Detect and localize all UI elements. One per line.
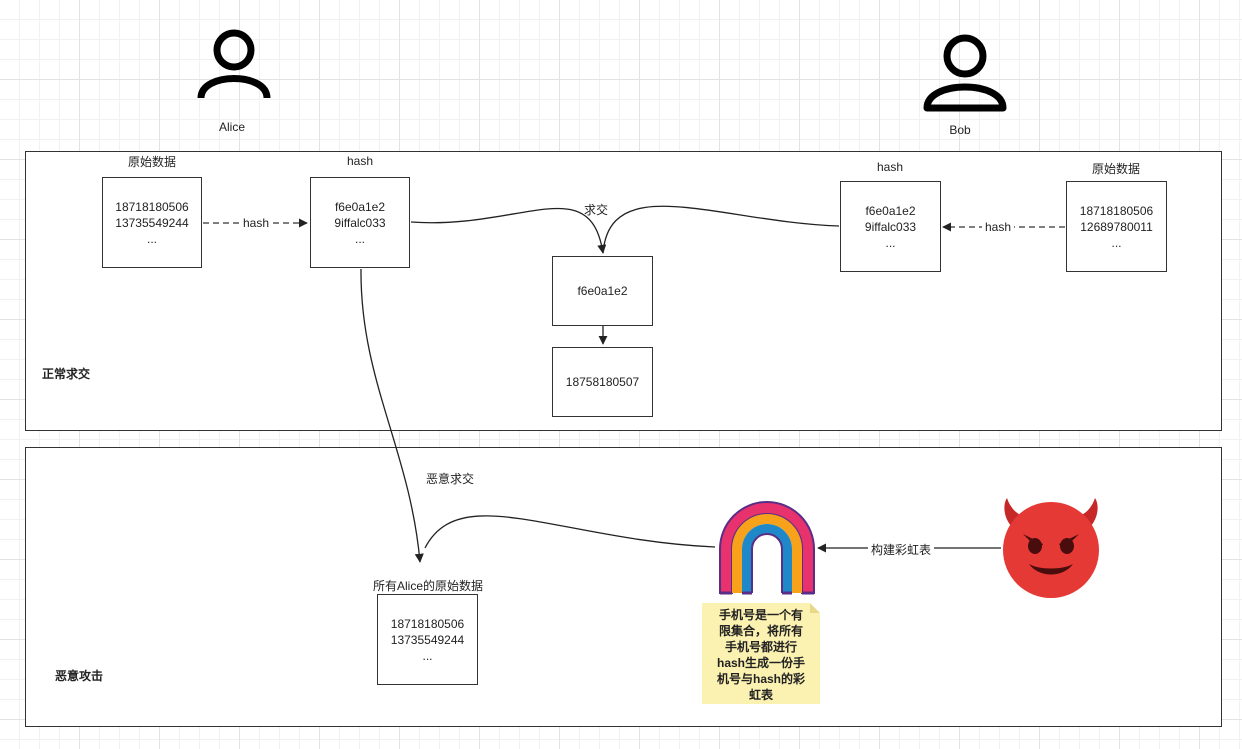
- malicious-edge-label: 恶意求交: [424, 470, 477, 487]
- note-line: 虹表: [748, 688, 773, 702]
- alice-hash-edge-label: hash: [240, 216, 273, 230]
- recovered-line: ...: [422, 648, 433, 663]
- normal-section-label: 正常求交: [42, 367, 91, 381]
- build-rainbow-edge-label: 构建彩虹表: [868, 541, 935, 558]
- bob-hash-title: hash: [876, 160, 904, 174]
- intersection-phone-box: 18758180507: [552, 347, 653, 417]
- rainbow-emoji-icon: [719, 501, 815, 595]
- bob-hash-line: 9iffalc033: [864, 219, 917, 234]
- intersection-hash-value: f6e0a1e2: [577, 284, 628, 298]
- recovered-data-box: 18718180506 13735549244 ...: [377, 594, 478, 685]
- malicious-intersect-edge: [360, 268, 424, 563]
- note-line: 限集合，将所有: [718, 624, 803, 638]
- note-line: 手机号是一个有: [718, 608, 803, 622]
- alice-raw-title: 原始数据: [127, 155, 176, 169]
- note-line: 手机号都进行: [724, 640, 797, 654]
- recovered-line: 18718180506: [390, 616, 465, 631]
- bob-raw-line: 18718180506: [1079, 203, 1154, 218]
- recovered-line: 13735549244: [390, 632, 465, 647]
- alice-raw-line: 18718180506: [115, 199, 189, 214]
- bob-raw-line: ...: [1111, 235, 1122, 250]
- alice-hash-line: ...: [354, 231, 365, 246]
- bob-hash-line: ...: [885, 235, 896, 250]
- attack-section-label: 恶意攻击: [55, 669, 104, 683]
- note-line: 机号与hash的彩: [716, 672, 805, 686]
- rainbow-table-note: 手机号是一个有 限集合，将所有 手机号都进行 hash生成一份手 机号与hash…: [702, 603, 820, 704]
- alice-raw-data-box: 18718180506 13735549244 ...: [102, 177, 202, 268]
- devil-emoji-icon: [1003, 498, 1099, 598]
- alice-raw-line: ...: [146, 231, 157, 246]
- recovered-title: 所有Alice的原始数据: [372, 579, 483, 593]
- alice-raw-line: 13735549244: [115, 215, 189, 230]
- alice-hash-title: hash: [346, 154, 374, 168]
- alice-label: Alice: [218, 120, 245, 134]
- bob-raw-title: 原始数据: [1091, 162, 1140, 176]
- bob-user-icon: [923, 34, 1007, 112]
- bob-raw-line: 12689780011: [1080, 219, 1153, 234]
- bob-hash-box: f6e0a1e2 9iffalc033 ...: [840, 181, 941, 272]
- bob-raw-data-box: 18718180506 12689780011 ...: [1066, 181, 1167, 272]
- alice-to-intersect-edge: [410, 207, 607, 254]
- bob-to-intersect-edge: [602, 205, 840, 254]
- bob-hash-line: f6e0a1e2: [865, 203, 916, 218]
- intersection-phone-value: 18758180507: [565, 375, 640, 389]
- alice-hash-line: f6e0a1e2: [334, 199, 386, 214]
- bob-label: Bob: [949, 123, 971, 137]
- alice-hash-line: 9iffalc033: [334, 215, 386, 230]
- intersect-edge-label: 求交: [584, 203, 609, 217]
- bob-hash-edge-label: hash: [982, 220, 1015, 234]
- alice-hash-box: f6e0a1e2 9iffalc033 ...: [310, 177, 410, 268]
- alice-user-icon: [197, 29, 271, 99]
- note-fold: [810, 603, 820, 613]
- note-line: hash生成一份手: [716, 656, 805, 670]
- intersection-hash-box: f6e0a1e2: [552, 256, 653, 326]
- rainbow-to-recovered-edge: [424, 515, 716, 549]
